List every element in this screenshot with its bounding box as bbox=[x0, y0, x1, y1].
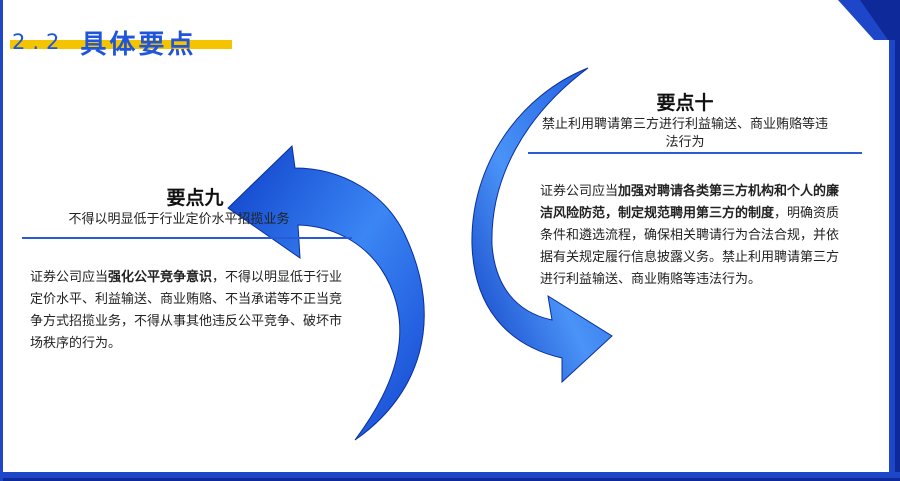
point-9-subtitle: 不得以明显低于行业定价水平招揽业务 bbox=[68, 212, 290, 227]
point-9-body-emphasis: 强化公平竞争意识 bbox=[108, 270, 213, 285]
point-9-title: 要点九 bbox=[166, 187, 224, 209]
section-heading: 具体要点 bbox=[80, 29, 197, 60]
point-9-divider bbox=[22, 237, 352, 239]
point-10-divider bbox=[528, 152, 862, 154]
left-curved-arrow bbox=[227, 144, 425, 441]
point-10-body: 证券公司应当加强对聘请各类第三方机构和个人的廉洁风险防范，制定规范聘用第三方的制… bbox=[540, 181, 840, 291]
point-10-title: 要点十 bbox=[656, 92, 714, 114]
section-number: 2.2 bbox=[12, 30, 67, 54]
point-10-body-rest: ，明确资质条件和遴选流程，确保相关聘请行为合法合规，并依据有关规定履行信息披露义… bbox=[540, 206, 840, 287]
point-10-body-prefix: 证券公司应当 bbox=[540, 184, 619, 199]
title-underline bbox=[10, 40, 232, 49]
point-10-subtitle: 禁止利用聘请第三方进行利益输送、商业贿赂等违法行为 bbox=[541, 117, 828, 150]
point-9-body-prefix: 证券公司应当 bbox=[30, 270, 109, 285]
point-10-body-emphasis: 加强对聘请各类第三方机构和个人的廉洁风险防范，制定规范聘用第三方的制度 bbox=[540, 184, 840, 221]
point-9-body-rest: ，不得以明显低于行业定价水平、利益输送、商业贿赂、不当承诺等不正当竞争方式招揽业… bbox=[30, 270, 343, 351]
right-curved-arrow bbox=[471, 67, 613, 384]
point-9-body: 证券公司应当强化公平竞争意识，不得以明显低于行业定价水平、利益输送、商业贿赂、不… bbox=[30, 267, 348, 355]
section-title: 2.2 具体要点 bbox=[12, 26, 197, 60]
